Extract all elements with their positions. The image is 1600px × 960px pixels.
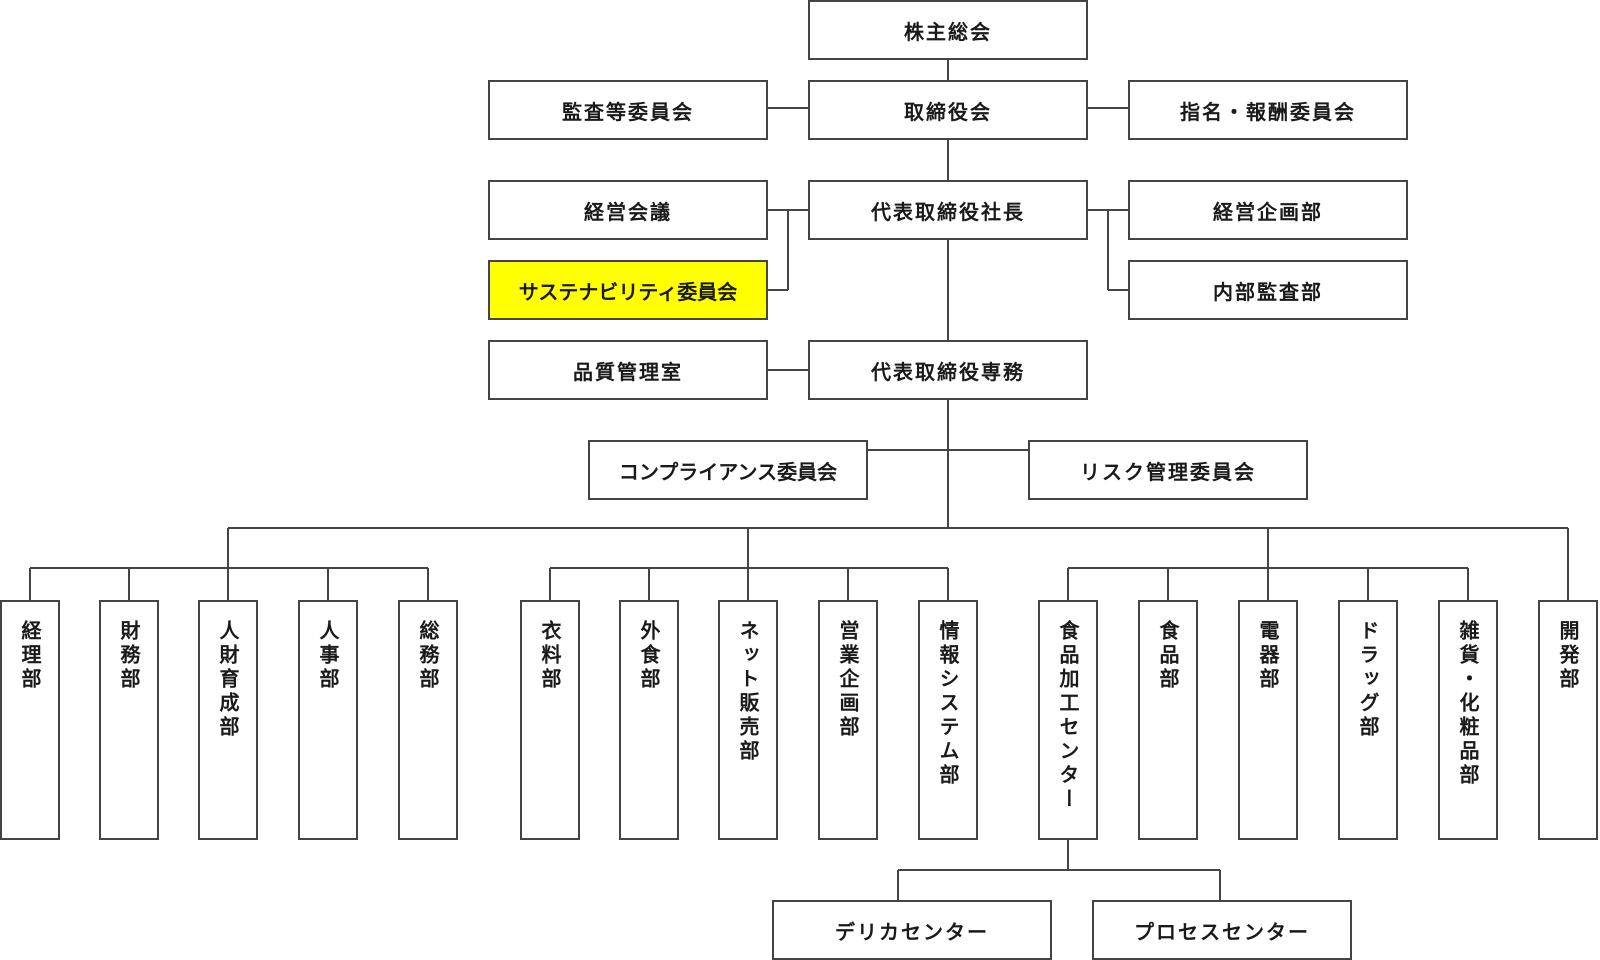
compliance-committee-box: コンプライアンス委員会: [588, 440, 868, 500]
department-box: 人事部: [298, 600, 358, 840]
nomination-committee-box: 指名・報酬委員会: [1128, 80, 1408, 140]
department-box: 情報システム部: [918, 600, 978, 840]
planning-dept-label: 経営企画部: [1213, 199, 1323, 224]
department-label: 人財育成部: [216, 620, 240, 740]
department-box: 営業企画部: [818, 600, 878, 840]
department-label: 雑貨・化粧品部: [1456, 620, 1480, 788]
department-box: 総務部: [398, 600, 458, 840]
management-meeting-label: 経営会議: [584, 199, 672, 224]
quality-office-label: 品質管理室: [573, 359, 683, 384]
internal-audit-label: 内部監査部: [1213, 279, 1323, 304]
department-label: 営業企画部: [836, 620, 860, 740]
department-box: 雑貨・化粧品部: [1438, 600, 1498, 840]
department-box: 衣料部: [520, 600, 580, 840]
department-label: 財務部: [117, 620, 141, 692]
deli-center-label: デリカセンター: [835, 919, 989, 944]
department-label: 外食部: [637, 620, 661, 692]
process-center-box: プロセスセンター: [1092, 900, 1352, 960]
department-label: ネット販売部: [736, 620, 760, 764]
management-meeting-box: 経営会議: [488, 180, 768, 240]
president-box: 代表取締役社長: [808, 180, 1088, 240]
compliance-committee-label: コンプライアンス委員会: [618, 459, 838, 484]
department-label: 人事部: [316, 620, 340, 692]
department-box: 電器部: [1238, 600, 1298, 840]
audit-committee-label: 監査等委員会: [562, 99, 694, 124]
audit-committee-box: 監査等委員会: [488, 80, 768, 140]
president-label: 代表取締役社長: [871, 199, 1025, 224]
planning-dept-box: 経営企画部: [1128, 180, 1408, 240]
risk-committee-label: リスク管理委員会: [1080, 459, 1256, 484]
internal-audit-box: 内部監査部: [1128, 260, 1408, 320]
department-box: 財務部: [99, 600, 159, 840]
process-center-label: プロセスセンター: [1134, 919, 1310, 944]
department-label: 食品部: [1156, 620, 1180, 692]
sustainability-committee-label: サステナビリティ委員会: [518, 279, 738, 304]
department-label: 衣料部: [538, 620, 562, 692]
department-box: 人財育成部: [198, 600, 258, 840]
department-label: 総務部: [416, 620, 440, 692]
department-label: 情報システム部: [936, 620, 960, 788]
shareholders-meeting-box: 株主総会: [808, 0, 1088, 60]
department-label: 開発部: [1556, 620, 1580, 692]
department-label: 食品加工センター: [1056, 620, 1080, 812]
department-box: 経理部: [0, 600, 60, 840]
department-box: ネット販売部: [718, 600, 778, 840]
risk-committee-box: リスク管理委員会: [1028, 440, 1308, 500]
department-box: 開発部: [1538, 600, 1598, 840]
senior-md-box: 代表取締役専務: [808, 340, 1088, 400]
department-box: 外食部: [619, 600, 679, 840]
shareholders-meeting-label: 株主総会: [904, 19, 992, 44]
board-of-directors-box: 取締役会: [808, 80, 1088, 140]
senior-md-label: 代表取締役専務: [871, 359, 1025, 384]
nomination-committee-label: 指名・報酬委員会: [1180, 99, 1356, 124]
board-of-directors-label: 取締役会: [904, 99, 992, 124]
sustainability-committee-box: サステナビリティ委員会: [488, 260, 768, 320]
department-label: ドラッグ部: [1356, 620, 1380, 740]
deli-center-box: デリカセンター: [772, 900, 1052, 960]
department-label: 経理部: [18, 620, 42, 692]
department-label: 電器部: [1256, 620, 1280, 692]
department-box: 食品部: [1138, 600, 1198, 840]
department-box: 食品加工センター: [1038, 600, 1098, 840]
quality-office-box: 品質管理室: [488, 340, 768, 400]
department-box: ドラッグ部: [1338, 600, 1398, 840]
